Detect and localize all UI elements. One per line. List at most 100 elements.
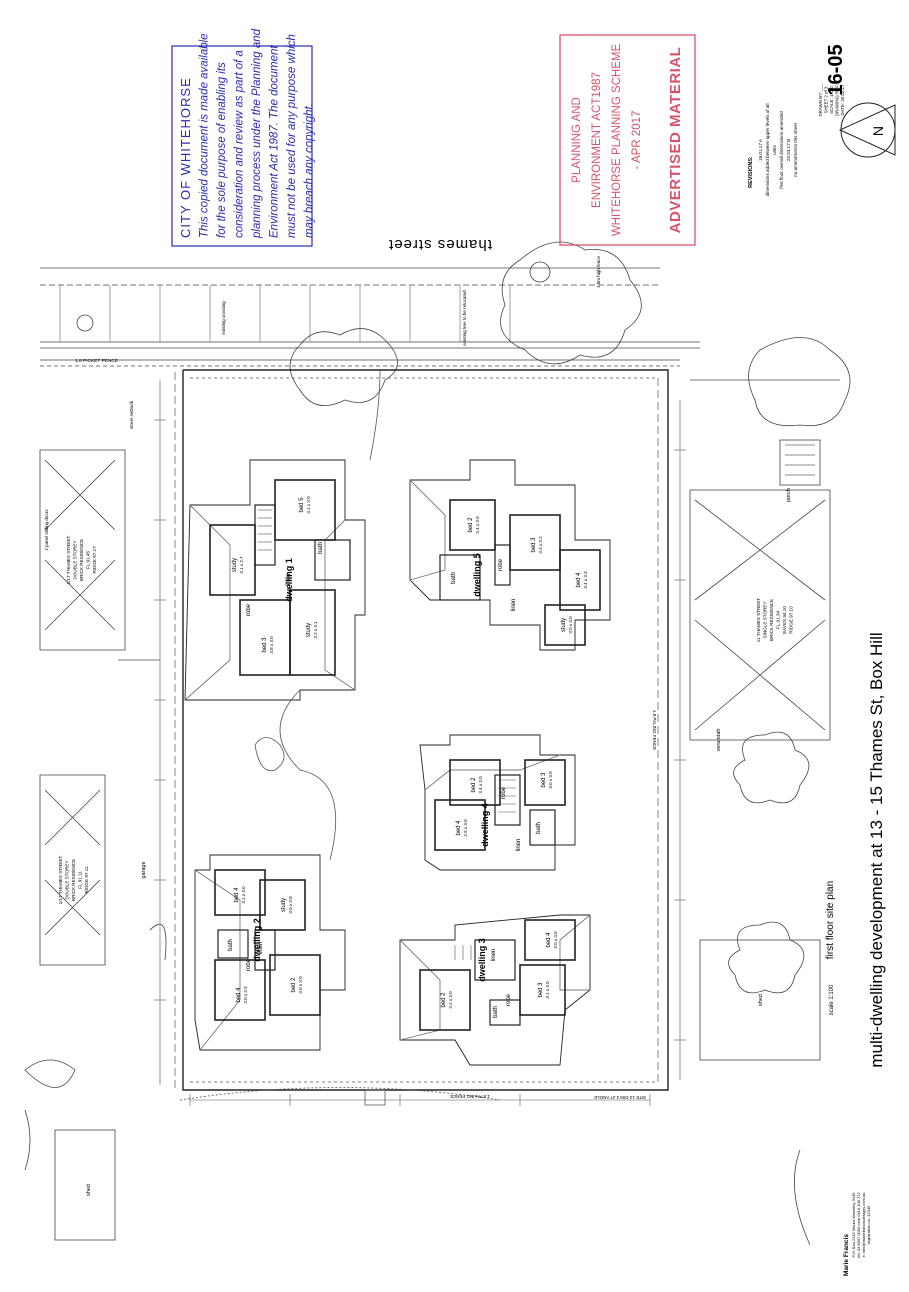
sheet-title: first floor site plan bbox=[825, 881, 836, 959]
title-block-line: DRAWN BY: ___ bbox=[818, 83, 823, 117]
neighbour-address-line: BRICK RESIDENCE bbox=[769, 599, 774, 641]
council-stamp-line: Environment Act 1987. The document bbox=[269, 45, 281, 238]
room-dimensions: 3.2 x 3.0 bbox=[448, 991, 453, 1009]
firm-address-line: registration no. 12345 bbox=[866, 1205, 871, 1244]
dimension-strings bbox=[154, 380, 686, 1106]
firm-address-line: P.O. Box 2115 Mount Waverley 3149 bbox=[851, 1192, 856, 1258]
room-name: linen bbox=[511, 599, 517, 612]
dwelling-4-plan bbox=[419, 734, 576, 871]
dwelling-2-label: dwelling 2 bbox=[252, 918, 262, 962]
council-stamp-line: for the sole purpose of enabling its bbox=[216, 62, 228, 238]
neighbour-address-line: DOUBLE STOREY bbox=[65, 861, 70, 900]
room-dimensions: 3.1 x 2.7 bbox=[239, 556, 244, 574]
neighbour-address-line: 2/17 THAMES STREET bbox=[58, 855, 63, 904]
fence-height-label: 1.8m high fence bbox=[596, 255, 601, 288]
council-stamp-heading: CITY OF WHITEHORSE bbox=[178, 77, 193, 238]
room-dimensions: 3.0 x 3.0 bbox=[568, 616, 573, 634]
room-name: robe bbox=[498, 558, 504, 571]
firm-address-line: tel: 03 9807 0056 mob 0419 108 722 bbox=[856, 1192, 861, 1258]
firm-name: Marie Francis bbox=[843, 1234, 850, 1276]
revision-item: 16.01.17 A bbox=[758, 138, 763, 161]
verandah-label: verandah bbox=[716, 729, 722, 752]
room-name: bath bbox=[451, 572, 457, 584]
room-dimensions: 3.4 x 3.0 bbox=[478, 776, 483, 794]
room-name: linen bbox=[491, 949, 497, 962]
neighbour-address-line: DOUBLE STOREY bbox=[73, 541, 78, 580]
room-dimensions: 3.2 x 3.1 bbox=[313, 621, 318, 639]
dwelling-2-plan bbox=[149, 854, 346, 1051]
north-arrow-n-glyph: N bbox=[870, 126, 886, 136]
room-name: bed 2 bbox=[441, 992, 447, 1008]
site-boundary bbox=[182, 369, 669, 1091]
room-name: study bbox=[561, 618, 567, 632]
advertised-stamp-line: WHITEHORSE PLANNING SCHEME bbox=[611, 44, 623, 237]
neighbour-left-buildings bbox=[24, 449, 160, 1241]
revision-item: no amendments this sheet bbox=[793, 122, 798, 177]
room-name: bed 4 bbox=[234, 887, 240, 903]
dwelling-1-label: dwelling 1 bbox=[284, 558, 294, 602]
room-name: bath bbox=[493, 1006, 499, 1018]
tree-note-label: existing tree to be relocated bbox=[462, 290, 467, 346]
neighbour-address-line: EAVES 94.10 bbox=[782, 606, 787, 634]
room-name: study bbox=[281, 898, 287, 912]
street-trees bbox=[76, 241, 851, 427]
neighbour-right-building bbox=[689, 379, 840, 1246]
council-copyright-stamp: CITY OF WHITEHORSE This copied document i… bbox=[171, 28, 316, 247]
dwelling-4-label: dwelling 4 bbox=[480, 803, 490, 847]
room-dimensions: 3.1 x 3.0 bbox=[306, 496, 311, 514]
room-dimensions: 3.0 x 3.0 bbox=[298, 976, 303, 994]
sheet-scale: scale 1:100 bbox=[829, 984, 835, 1015]
room-name: robe bbox=[246, 958, 252, 971]
room-dimensions: 3.0 x 3.0 bbox=[548, 771, 553, 789]
advertised-material-stamp: PLANNING AND ENVIRONMENT ACT1987 WHITEHORS… bbox=[559, 34, 696, 246]
dwelling-3-plan bbox=[399, 914, 591, 1066]
room-name: bath bbox=[536, 822, 542, 834]
council-stamp-line: planning process under the Planning and bbox=[251, 28, 263, 239]
room-name: bed 4 bbox=[456, 820, 462, 836]
room-name: linen bbox=[286, 574, 292, 587]
room-name: bed 5 bbox=[299, 497, 305, 513]
porch-label: porch bbox=[786, 488, 792, 502]
neighbour-address-line: RIDGE 97.11 bbox=[84, 866, 89, 893]
revision-item: dimensions added between upper levels of… bbox=[765, 104, 770, 197]
fence-label-top: 1.8 PICKET FENCE bbox=[75, 358, 118, 364]
room-dimensions: 3.3 x 3.2 bbox=[538, 536, 543, 554]
neighbour-address-line: SINGLE STOREY bbox=[763, 602, 768, 639]
page-frame bbox=[3, 3, 906, 1284]
room-dimensions: 3.1 x 3.0 bbox=[241, 886, 246, 904]
advertised-stamp-line: ENVIRONMENT ACT1987 bbox=[591, 72, 603, 208]
room-name: study bbox=[232, 558, 238, 572]
neighbour-address-line: FL.91.45 bbox=[86, 550, 91, 569]
room-name: bed 4 bbox=[546, 932, 552, 948]
room-dimensions: 3.8 x 3.0 bbox=[269, 636, 274, 654]
existing-crossing-label: existing crossing bbox=[221, 301, 226, 335]
neighbour-address-line: RIDGE 97.10 bbox=[789, 606, 794, 634]
revision-item: units bbox=[772, 144, 777, 154]
neighbour-address-line: 11 THAMES STREET bbox=[756, 598, 761, 643]
drawing-title: multi-dwelling development at 13 - 15 Th… bbox=[867, 632, 886, 1067]
room-name: bed 4 bbox=[576, 572, 582, 588]
room-name: bed 3 bbox=[262, 637, 268, 653]
dwelling-5-plan bbox=[409, 459, 611, 651]
shed-left-label: shed bbox=[86, 1184, 92, 1196]
room-name: linen bbox=[258, 942, 264, 955]
title-block-line: SCALE: 1:100 bbox=[829, 86, 834, 114]
street-frontage bbox=[40, 267, 700, 367]
title-block-line: DATE: 20.02.17 bbox=[840, 84, 845, 115]
neighbour-address-line: RIDGE 97.27 bbox=[92, 546, 97, 574]
room-dimensions: 3.0 x 3.0 bbox=[288, 896, 293, 914]
advertised-stamp-heading: PLANNING AND bbox=[571, 97, 583, 183]
dwelling-1-plan bbox=[184, 459, 366, 701]
council-stamp-line: must not be used for any purpose which bbox=[286, 34, 298, 238]
revision-item: 23.03.17 B bbox=[786, 139, 791, 161]
driveway bbox=[179, 369, 501, 1106]
room-name: linen bbox=[516, 839, 522, 852]
room-name: bed 3 bbox=[541, 772, 547, 788]
council-stamp-line: This copied document is made available bbox=[199, 33, 211, 238]
room-dimensions: 3.0 x 2.9 bbox=[243, 986, 248, 1004]
site-boundary-fences bbox=[174, 372, 659, 1088]
shed-right-label: shed bbox=[758, 994, 764, 1006]
dwelling-3-label: dwelling 3 bbox=[477, 938, 487, 982]
room-name: bed 2 bbox=[291, 977, 297, 993]
